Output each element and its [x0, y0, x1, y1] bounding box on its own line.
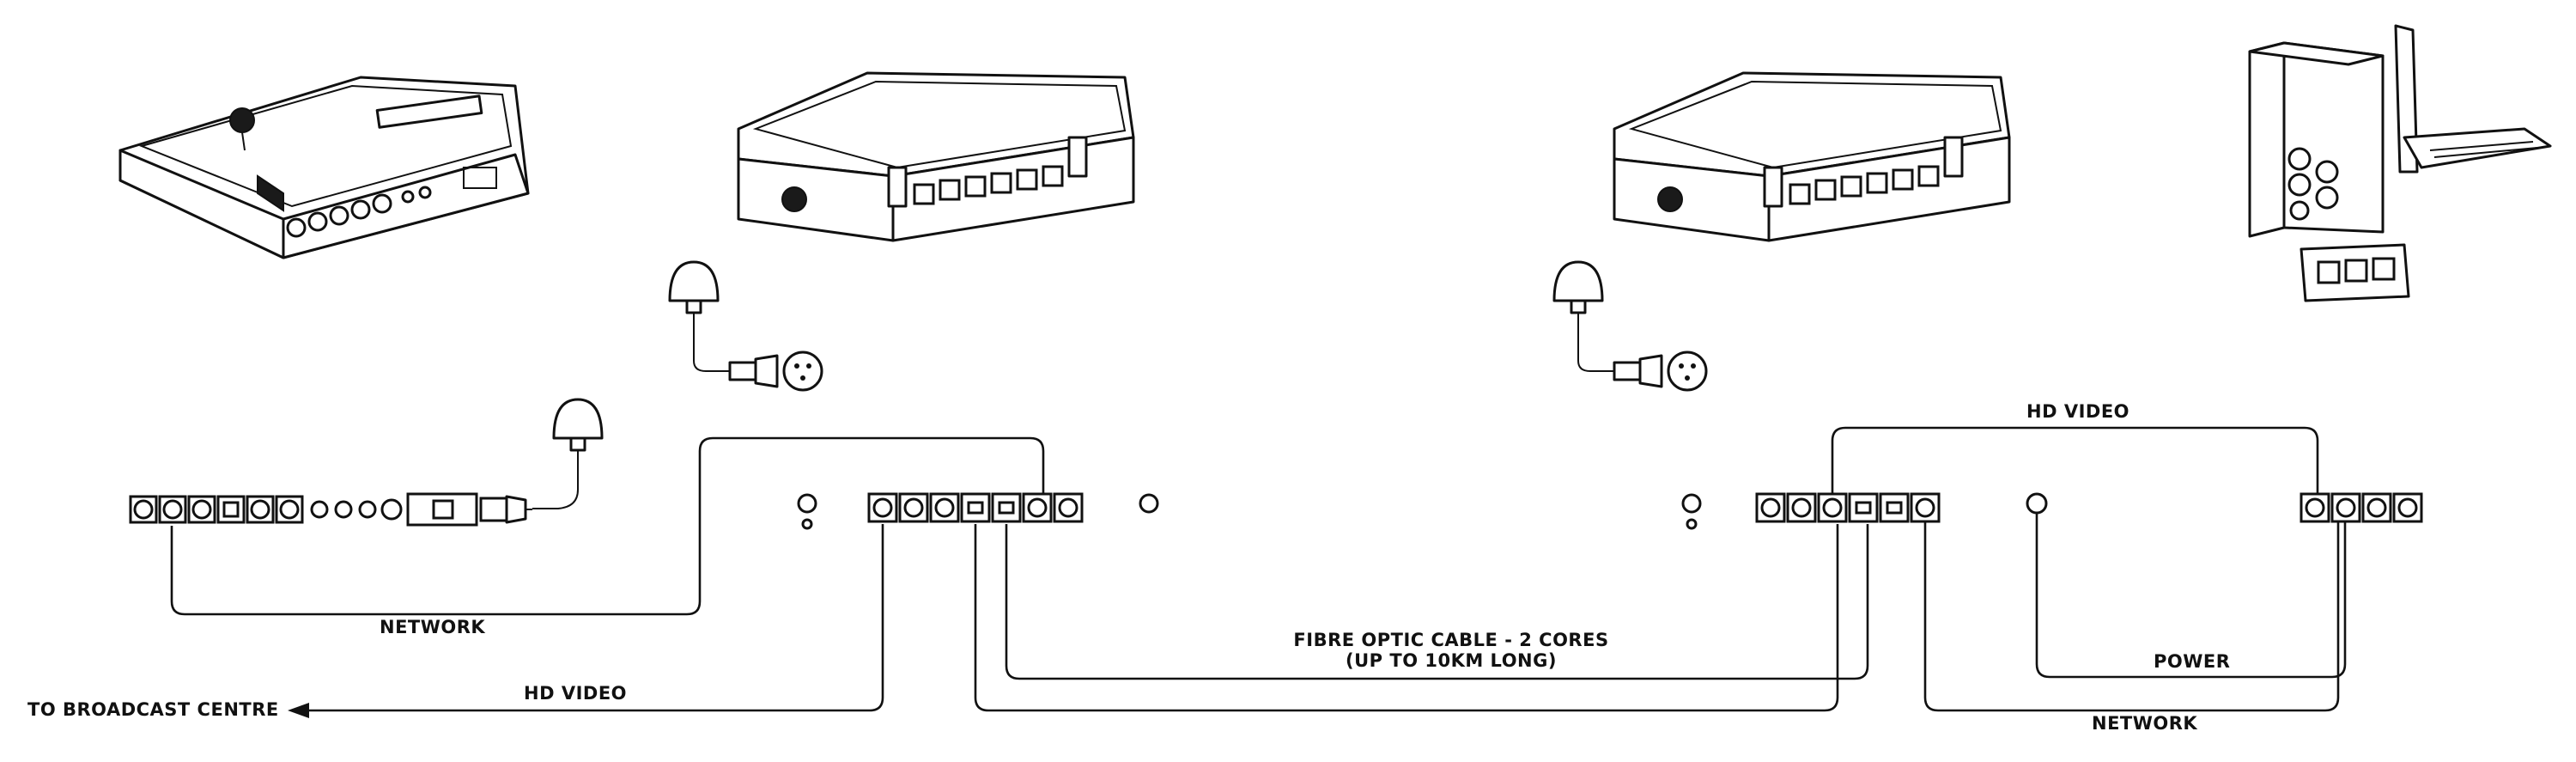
label-fibre-line1: FIBRE OPTIC CABLE - 2 CORES	[1293, 630, 1609, 650]
label-network-left: NETWORK	[380, 617, 486, 637]
hd-video-cable-left	[301, 524, 884, 712]
label-hd-video-right: HD VIDEO	[2026, 401, 2130, 422]
camera-rear-connectors	[2300, 492, 2423, 523]
label-broadcast-centre: TO BROADCAST CENTRE	[27, 699, 279, 720]
base-station-case-device	[737, 71, 1135, 242]
case-connector-row-icon	[913, 165, 1064, 205]
fibre-core-2	[974, 524, 1839, 712]
network-cable-right	[1923, 521, 2340, 712]
gps-antenna-panel	[532, 398, 604, 509]
hd-video-cable-right	[1831, 426, 2319, 494]
label-network-right: NETWORK	[2092, 713, 2198, 734]
camera-adapter-rear-connectors	[1681, 492, 2048, 530]
case-connector-row-icon	[1789, 165, 1940, 205]
label-hd-video-left: HD VIDEO	[524, 683, 628, 704]
label-power: POWER	[2154, 651, 2231, 672]
panel-rear-connectors	[129, 492, 532, 527]
network-cable-left	[170, 436, 1045, 616]
label-fibre-optic: FIBRE OPTIC CABLE - 2 CORES (UP TO 10KM …	[1271, 630, 1631, 671]
base-station-rear-connectors	[797, 492, 1159, 530]
arrowhead-icon	[288, 703, 309, 718]
control-panel-device	[118, 76, 530, 259]
camera-connectors-icon	[2287, 147, 2396, 284]
fibre-core-1	[1005, 524, 1869, 680]
gps-antenna-left	[668, 260, 823, 392]
broadcast-camera-device	[2248, 24, 2552, 302]
label-fibre-line2: (UP TO 10KM LONG)	[1346, 650, 1557, 672]
gps-antenna-right	[1552, 260, 1708, 392]
panel-connectors-icon	[286, 167, 497, 238]
camera-adapter-case-device	[1613, 71, 2011, 242]
power-cable	[2035, 514, 2347, 679]
